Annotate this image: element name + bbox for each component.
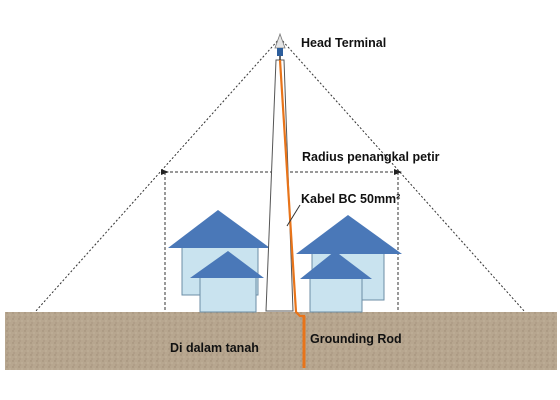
head-terminal-icon [274,32,286,62]
radius-label: Radius penangkal petir [302,150,440,164]
house-left-front [190,251,264,313]
lightning-mast [265,59,294,312]
underground-label: Di dalam tanah [170,341,259,355]
grounding-rod-label: Grounding Rod [310,332,402,346]
cable-pointer [286,204,301,227]
house-right-front [300,251,372,313]
cable-label: Kabel BC 50mm² [301,192,400,206]
protection-cone [34,37,526,313]
head-terminal-label: Head Terminal [301,36,386,50]
ground-layer [5,312,557,370]
